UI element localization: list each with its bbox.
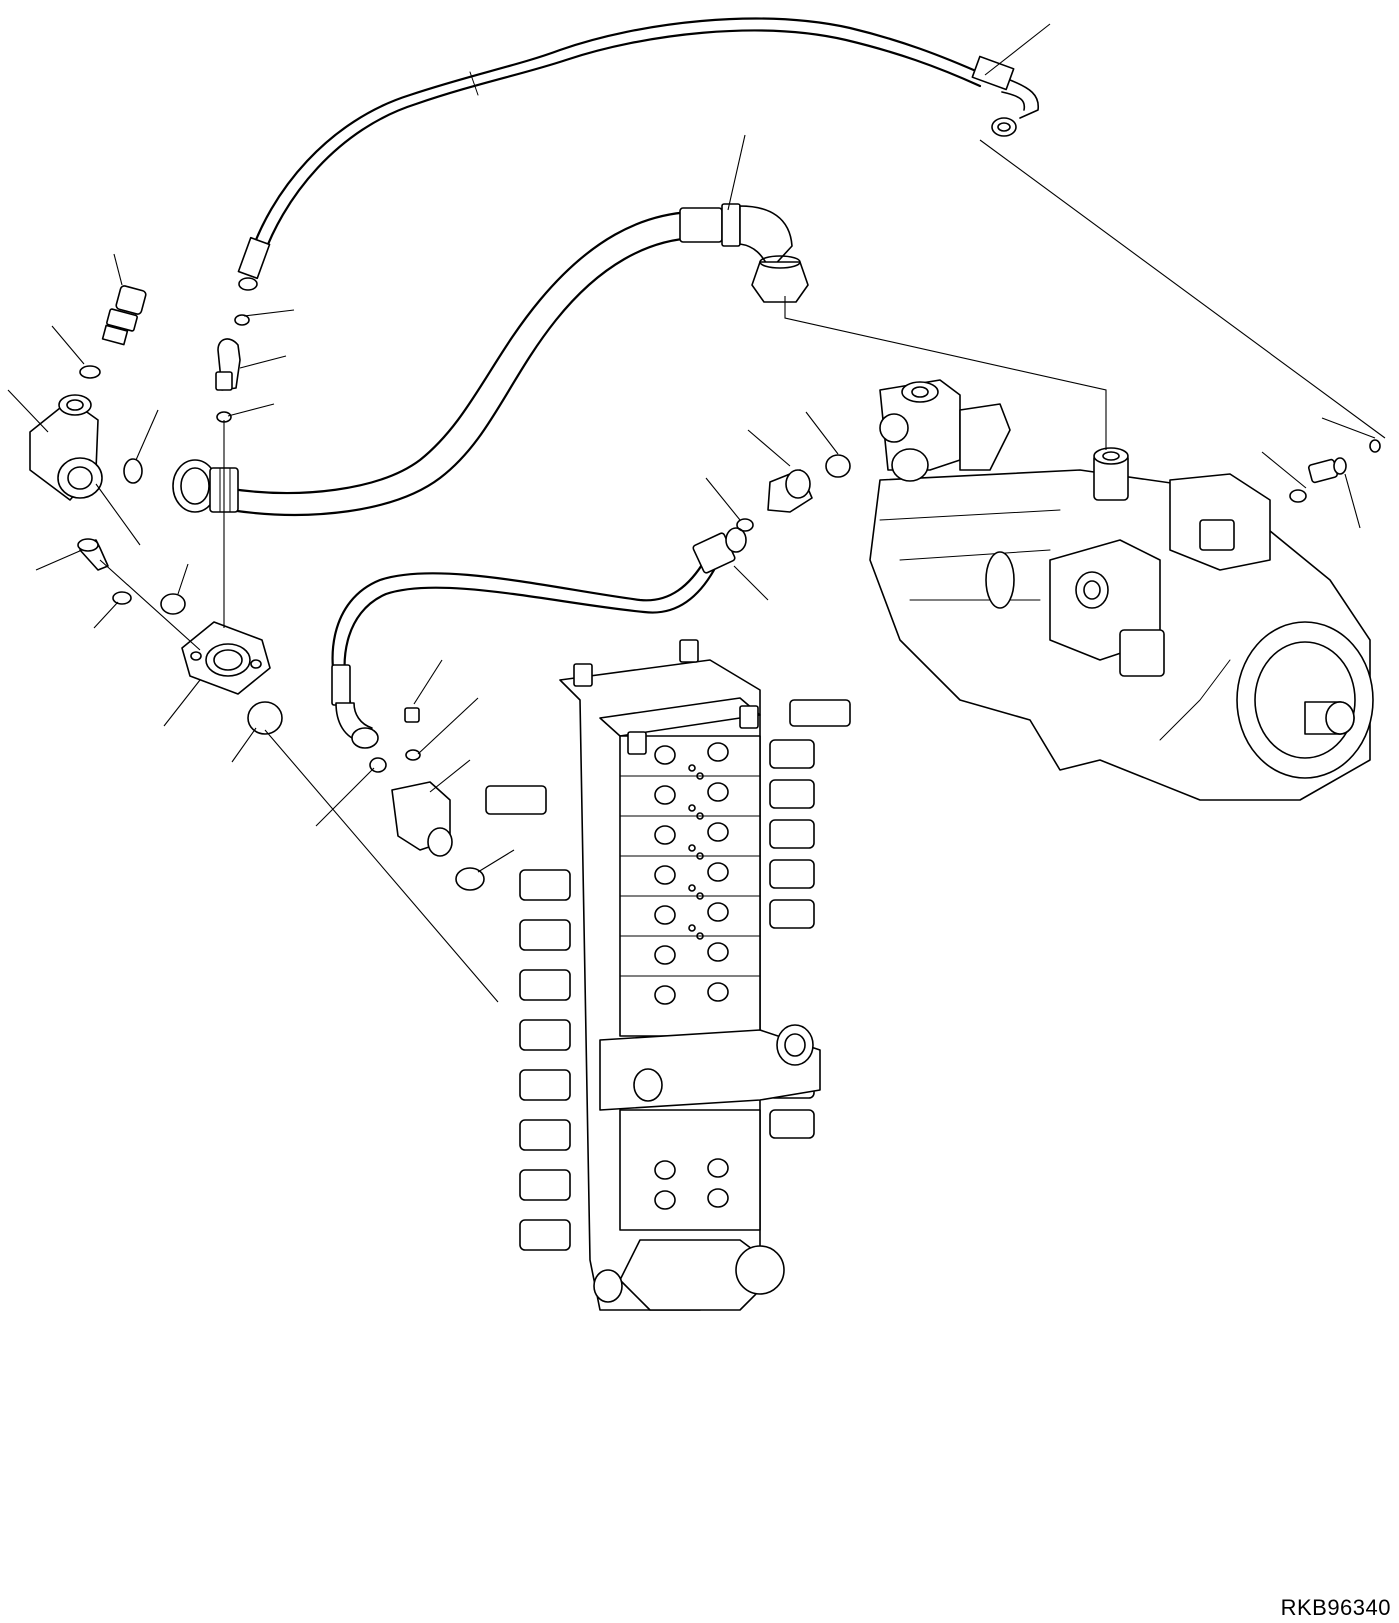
control-valve <box>485 639 851 1311</box>
valve-swivel <box>369 707 485 891</box>
drawing-code-label: RKB96340 <box>1280 1595 1391 1620</box>
valve-sections <box>619 742 761 1005</box>
callout-leaders <box>7 23 1386 873</box>
spool-caps-left <box>485 785 571 1251</box>
main-pump <box>869 379 1374 801</box>
left-fittings <box>29 285 499 1003</box>
pump-fittings <box>736 439 1381 532</box>
suction-hose <box>172 203 809 516</box>
upper-hose <box>237 17 1039 291</box>
pilot-hose <box>331 527 747 749</box>
